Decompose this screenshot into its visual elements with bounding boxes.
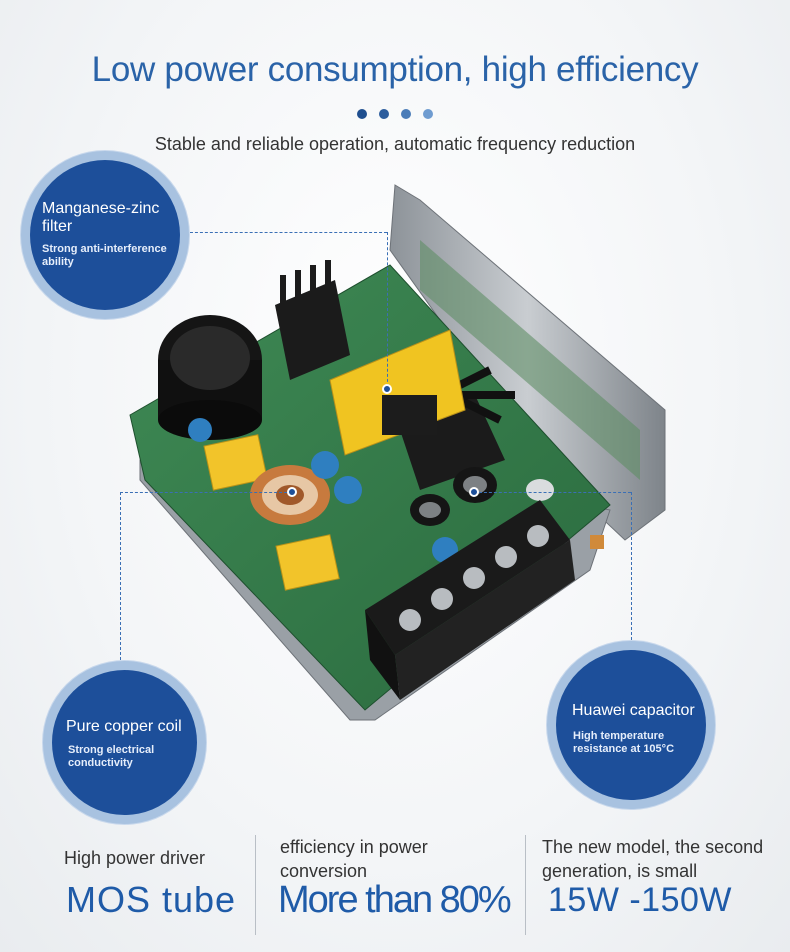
adjust-pot xyxy=(590,535,604,549)
output-capacitors xyxy=(410,467,554,526)
leader-cap-v xyxy=(631,492,632,650)
callout-capacitor: Huawei capacitor High temperature resist… xyxy=(556,650,706,800)
y-cap-4 xyxy=(188,418,212,442)
callout-filter: Manganese-zinc filter Strong anti-interf… xyxy=(30,160,180,310)
leader-dot-coil xyxy=(287,487,297,497)
title-dots xyxy=(357,109,433,119)
terminal-block xyxy=(365,500,575,700)
callout-capacitor-title: Huawei capacitor xyxy=(572,702,695,719)
spec-mos: High power driver MOS tube xyxy=(40,835,255,935)
spec-power-range: The new model, the second generation, is… xyxy=(525,835,785,935)
spec-mos-label: High power driver xyxy=(64,848,206,868)
leader-filter-v xyxy=(387,232,388,387)
dot-3 xyxy=(401,109,411,119)
page-title: Low power consumption, high efficiency xyxy=(91,50,699,89)
spec-efficiency: efficiency in power conversion More than… xyxy=(255,835,525,935)
spec-mos-value: MOS tube xyxy=(66,879,237,920)
y-cap-2 xyxy=(334,476,362,504)
power-supply-image xyxy=(129,184,666,721)
x-capacitor-2 xyxy=(275,534,340,591)
leader-cap-h xyxy=(474,492,631,493)
transformer xyxy=(329,329,466,456)
callout-coil: Pure copper coil Strong electrical condu… xyxy=(52,670,197,815)
spec-efficiency-value: More than 80% xyxy=(278,879,512,921)
leader-coil-v xyxy=(120,492,121,670)
callout-coil-title: Pure copper coil xyxy=(66,718,182,735)
heatsink-left xyxy=(275,260,350,380)
spec-efficiency-label: efficiency in power conversion xyxy=(280,837,428,881)
leader-coil-h xyxy=(120,492,292,493)
callout-capacitor-desc: High temperature resistance at 105°C xyxy=(573,730,675,755)
y-cap-1 xyxy=(311,451,339,479)
leader-dot-filter xyxy=(382,384,392,394)
spec-power-range-value: 15W -150W xyxy=(548,881,732,919)
dot-1 xyxy=(357,109,367,119)
main-capacitor xyxy=(158,315,262,440)
leader-dot-capacitor xyxy=(469,487,479,497)
dot-2 xyxy=(379,109,389,119)
callout-coil-desc: Strong electrical conductivity xyxy=(68,744,155,769)
page-subtitle: Stable and reliable operation, automatic… xyxy=(154,134,636,154)
dot-4 xyxy=(423,109,433,119)
callout-filter-title: Manganese-zinc filter xyxy=(42,200,160,235)
spec-power-range-label: The new model, the second generation, is… xyxy=(542,837,764,881)
callout-filter-desc: Strong anti-interference ability xyxy=(42,243,167,268)
leader-filter-h xyxy=(180,232,387,233)
x-capacitor-1 xyxy=(203,434,268,491)
